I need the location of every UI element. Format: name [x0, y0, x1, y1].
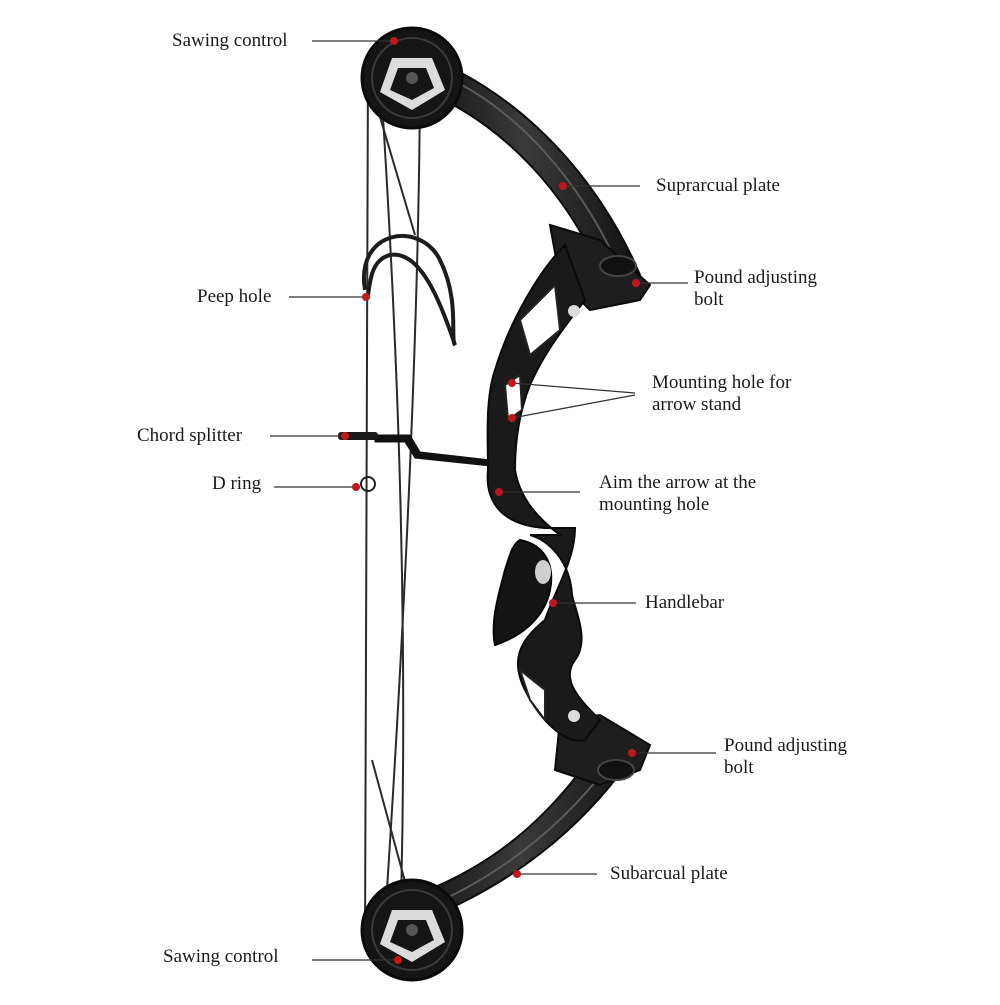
- label-subarcual-plate: Subarcual plate: [610, 863, 728, 884]
- label-pound-adjusting-bolt-bottom: Pound adjusting bolt: [724, 735, 847, 778]
- marker-mount-hole-1: [508, 379, 516, 387]
- label-d-ring: D ring: [212, 473, 262, 494]
- cam-wheel-icon-bottom: [360, 878, 464, 982]
- marker-pound-bolt-bottom: [628, 749, 636, 757]
- marker-subarcual-plate: [513, 870, 521, 878]
- riser: [486, 243, 602, 742]
- label-aim-arrow: Aim the arrow at the mounting hole: [599, 472, 757, 515]
- marker-sawing-control-bottom: [394, 956, 402, 964]
- leader-lines: [270, 40, 716, 961]
- d-ring: [360, 476, 376, 492]
- label-suprarcual-plate: Suprarcual plate: [656, 175, 780, 196]
- label-chord-splitter: Chord splitter: [137, 425, 243, 446]
- cam-wheel-icon-top: [360, 26, 464, 130]
- label-sawing-control-top: Sawing control: [172, 30, 288, 51]
- label-pound-adjusting-bolt-top: Pound adjusting bolt: [694, 267, 817, 310]
- marker-aim-arrow: [495, 488, 503, 496]
- limb-bolt-icon-bottom: [597, 759, 635, 781]
- marker-handlebar: [549, 599, 557, 607]
- marker-pound-bolt-top: [632, 279, 640, 287]
- marker-suprarcual-plate: [559, 182, 567, 190]
- label-mounting-hole-arrow-stand: Mounting hole for arrow stand: [652, 372, 792, 415]
- red-dot-markers: [341, 37, 640, 964]
- limb-bolt-icon-top: [599, 255, 637, 277]
- label-peep-hole: Peep hole: [197, 286, 272, 307]
- arrow-rest-arm: [374, 434, 491, 467]
- label-handlebar: Handlebar: [645, 592, 725, 613]
- marker-peep-hole: [362, 293, 370, 301]
- marker-d-ring: [352, 483, 360, 491]
- marker-sawing-control-top: [390, 37, 398, 45]
- peep-hole-loop: [361, 234, 457, 347]
- bow-string: [364, 59, 421, 946]
- marker-mount-hole-2: [508, 414, 516, 422]
- marker-chord-splitter: [341, 432, 349, 440]
- label-sawing-control-bottom: Sawing control: [163, 946, 279, 967]
